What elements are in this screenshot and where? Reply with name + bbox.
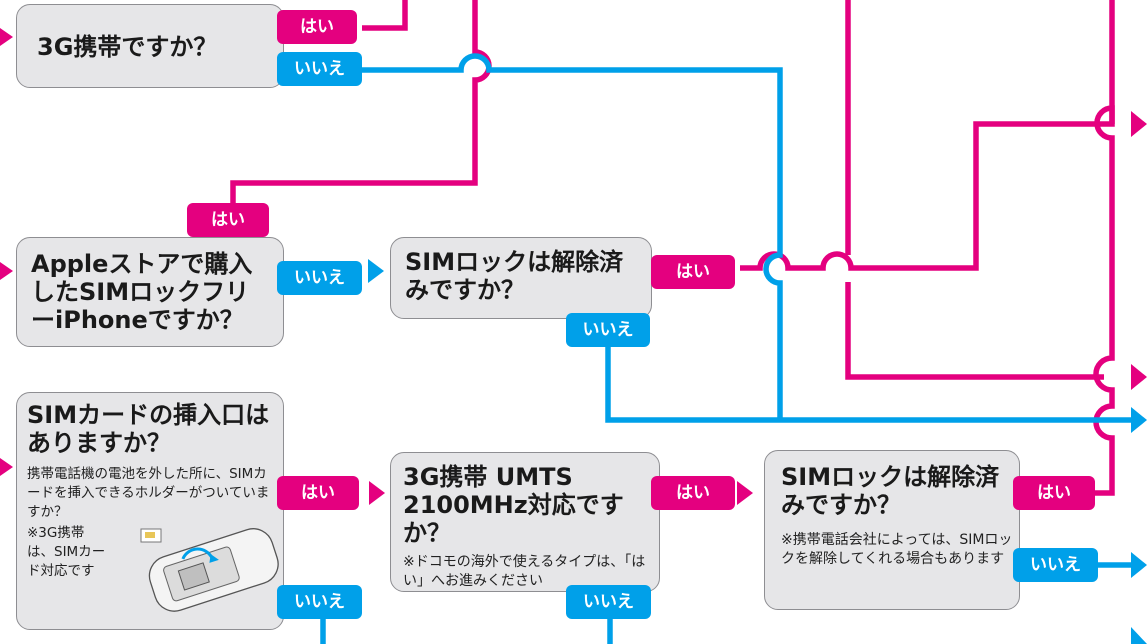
no-tag-apple: いいえ: [277, 261, 362, 295]
entry-arrow-slot: [0, 458, 13, 476]
exit-arrow-2: [1131, 364, 1147, 390]
exit-arrow-4: [1131, 552, 1147, 578]
phone-illustration: [135, 513, 285, 613]
question-text: Appleストアで購入したSIMロックフリーiPhoneですか？: [31, 250, 253, 334]
no-tag-simlock-1: いいえ: [566, 313, 650, 347]
arrow-to-simlock1: [368, 259, 384, 283]
exit-arrow-5: [1131, 627, 1147, 644]
question-box-sim-slot: SIMカードの挿入口はありますか？ 携帯電話機の電池を外した所に、SIMカードを…: [16, 392, 284, 630]
question-text: 3G携帯ですか？: [37, 33, 218, 61]
entry-arrow-apple: [0, 262, 13, 280]
question-note: 携帯電話機の電池を外した所に、SIMカードを挿入できるホルダーがついていますか？: [27, 466, 270, 520]
yes-tag-umts: はい: [651, 476, 735, 510]
exit-arrow-3: [1131, 407, 1147, 433]
question-text: 3G携帯 UMTS 2100MHz対応ですか？: [403, 463, 624, 547]
yes-line-right-trunk: [1088, 105, 1115, 496]
question-box-apple-store: Appleストアで購入したSIMロックフリーiPhoneですか？: [16, 237, 284, 347]
no-tag-simlock-2: いいえ: [1013, 548, 1098, 582]
yes-line-simlock1: [740, 0, 1115, 271]
yes-tag-simlock-2: はい: [1013, 476, 1095, 510]
no-tag-3g: いいえ: [277, 52, 362, 86]
yes-tag-simlock-1: はい: [651, 255, 735, 289]
arrow-to-simlock2: [737, 481, 753, 505]
question-text: SIMカードの挿入口はありますか？: [27, 401, 270, 457]
exit-arrow-1: [1131, 111, 1147, 137]
no-line-simlock1: [605, 347, 1136, 423]
question-note-2: ※3G携帯は、SIMカード対応です: [27, 525, 106, 579]
yes-line-main-vertical: [845, 0, 1104, 380]
question-box-umts: 3G携帯 UMTS 2100MHz対応ですか？ ※ドコモの海外で使えるタイプは、…: [390, 452, 660, 592]
entry-arrow-3g: [0, 28, 13, 46]
no-line-3g: [362, 53, 783, 420]
yes-tag-3g: はい: [277, 10, 357, 44]
question-note: ※ドコモの海外で使えるタイプは、「はい」へお進みください: [403, 554, 646, 589]
yes-line-3g: [362, 0, 408, 31]
yes-tag-sim-slot: はい: [277, 476, 359, 510]
question-note: ※携帯電話会社によっては、SIMロックを解除してくれる場合もあります: [781, 532, 1013, 567]
question-box-simlock-2: SIMロックは解除済みですか？ ※携帯電話会社によっては、SIMロックを解除して…: [764, 450, 1020, 610]
question-box-3g-phone: 3G携帯ですか？: [16, 4, 284, 88]
question-text: SIMロックは解除済みですか？: [405, 248, 624, 304]
arrow-to-umts: [369, 481, 385, 505]
question-box-simlock-1: SIMロックは解除済みですか？: [390, 237, 652, 319]
no-tag-umts: いいえ: [566, 585, 651, 619]
no-tag-sim-slot: いいえ: [277, 585, 362, 619]
question-text: SIMロックは解除済みですか？: [781, 463, 1000, 519]
yes-tag-apple: はい: [187, 203, 269, 237]
